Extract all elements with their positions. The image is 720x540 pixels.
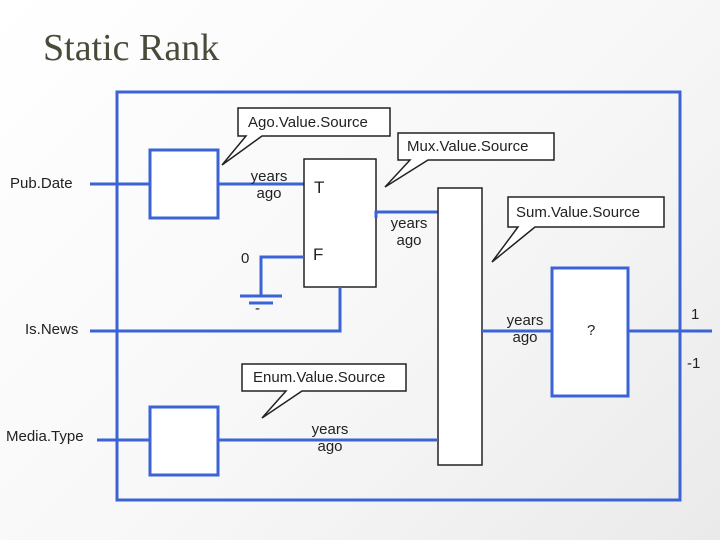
mux-true-label: T — [314, 178, 325, 197]
input-label-mediatype: Media.Type — [6, 428, 84, 445]
output-negative-label: -1 — [687, 355, 701, 372]
callout-sum — [491, 196, 665, 263]
callout-enum — [241, 363, 407, 419]
years-ago-label-3: years ago — [500, 312, 550, 347]
ago-text: ago — [317, 438, 343, 456]
years-text: years — [506, 312, 544, 329]
input-label-isnews: Is.News — [25, 321, 79, 338]
ago-text: ago — [256, 185, 282, 203]
years-ago-label-1: years ago — [244, 168, 294, 203]
callout-mux-text: Mux.Value.Source — [407, 138, 529, 155]
years-text: years — [250, 168, 288, 185]
callout-mux — [384, 132, 555, 188]
mux-box — [303, 158, 377, 288]
wire-zero — [259, 255, 304, 296]
input-label-pubdate: Pub.Date — [10, 175, 73, 192]
output-positive-label: 1 — [691, 306, 700, 323]
outer-frame — [115, 90, 682, 502]
ago-box-1 — [148, 148, 220, 220]
years-ago-label-2: years ago — [384, 215, 434, 250]
mux-false-label: F — [313, 245, 324, 264]
years-ago-label-4: years ago — [305, 421, 355, 456]
sum-bar — [437, 187, 483, 466]
years-text: years — [311, 421, 349, 438]
zero-label: 0 — [241, 250, 250, 267]
ago-text: ago — [512, 329, 538, 347]
callout-sum-text: Sum.Value.Source — [516, 204, 640, 221]
threshold-question-label: ? — [587, 322, 596, 339]
ago-box-2 — [148, 405, 220, 477]
callout-enum-text: Enum.Value.Source — [253, 369, 386, 386]
ago-text: ago — [396, 232, 422, 250]
ground-minus-label: - — [255, 300, 260, 317]
callout-ago — [221, 107, 391, 166]
callout-ago-text: Ago.Value.Source — [248, 114, 368, 131]
wire-isnews — [90, 287, 342, 333]
wire-mux-to-sum — [374, 210, 438, 218]
page-title: Static Rank — [43, 27, 220, 69]
years-text: years — [390, 215, 428, 232]
